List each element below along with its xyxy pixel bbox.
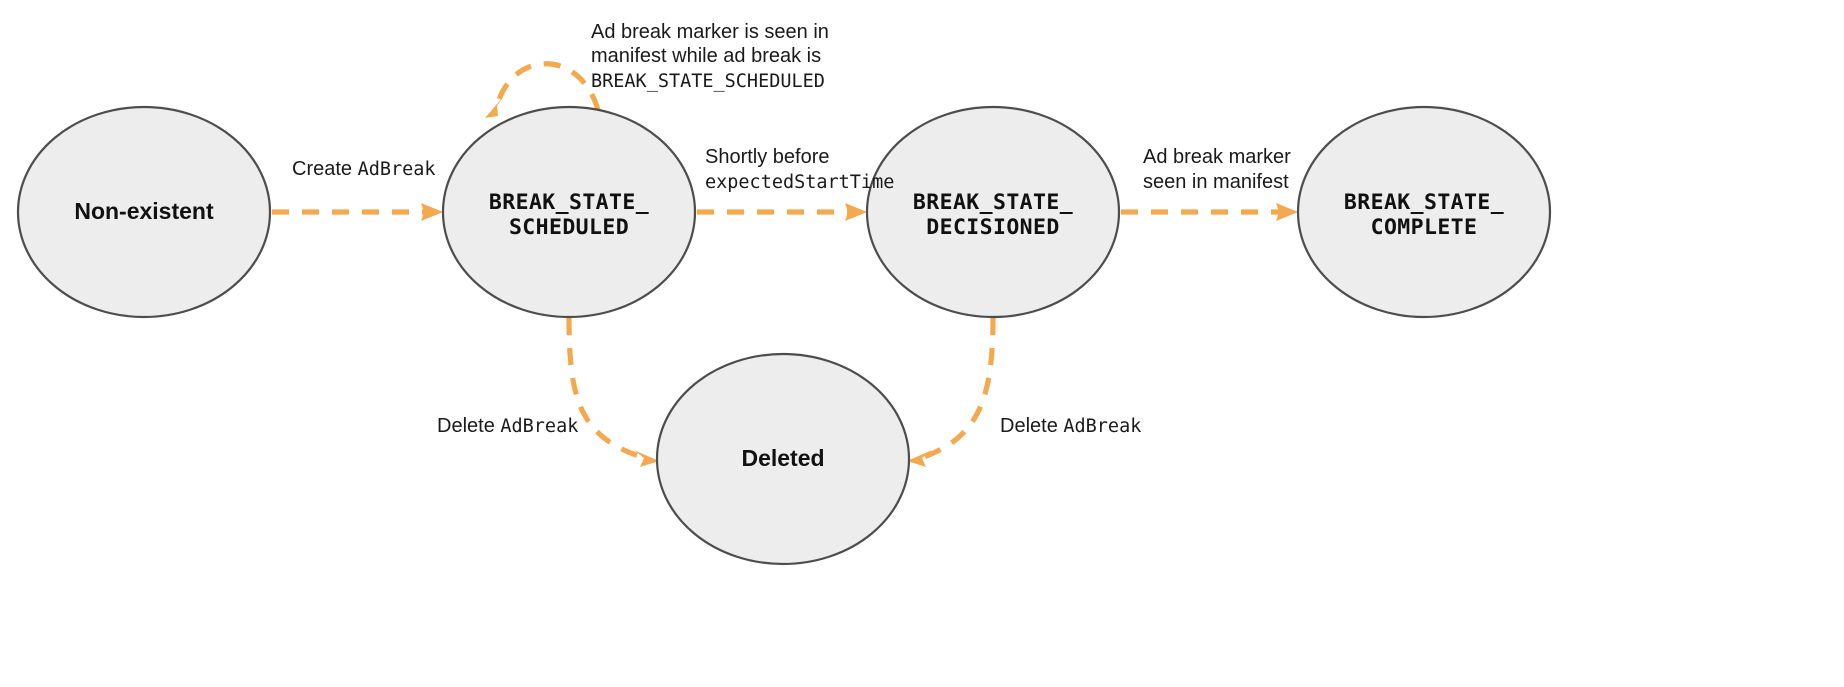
node-non-existent-shape[interactable]	[16, 105, 272, 319]
node-break-state-decisioned-shape[interactable]	[865, 105, 1121, 319]
node-break-state-complete-label-line2: COMPLETE	[1371, 215, 1478, 240]
edge-label-self-loop-line1: Ad break marker is seen in	[591, 21, 829, 43]
node-non-existent-label: Non-existent	[74, 198, 214, 224]
edge-label-scheduled-to-deleted: Delete AdBreak	[437, 415, 578, 437]
node-break-state-decisioned-label-line1: BREAK_STATE_	[913, 190, 1073, 215]
node-break-state-complete[interactable]: BREAK_STATE_ COMPLETE	[1296, 105, 1552, 319]
svg-text:Create AdBreak: Create AdBreak	[292, 158, 436, 180]
edge-decisioned-to-deleted	[907, 317, 996, 467]
edge-label-decisioned-to-deleted-mono: AdBreak	[1063, 416, 1141, 437]
node-deleted-shape[interactable]	[655, 352, 911, 566]
edge-label-decisioned-to-complete-line2: seen in manifest	[1143, 171, 1289, 193]
edge-label-create-adbreak-sans: Create	[292, 158, 358, 180]
edge-self-loop-scheduled	[485, 61, 601, 118]
edge-label-self-loop-line3: BREAK_STATE_SCHEDULED	[591, 71, 825, 92]
node-break-state-decisioned[interactable]: BREAK_STATE_ DECISIONED	[865, 105, 1121, 319]
edge-label-self-loop-scheduled: Ad break marker is seen in manifest whil…	[591, 21, 829, 92]
edge-self-loop-scheduled-arrowhead	[485, 97, 503, 118]
edge-scheduled-to-deleted	[566, 317, 659, 467]
edge-decisioned-to-complete-arrowhead	[1276, 203, 1298, 221]
edge-label-scheduled-to-decisioned-line1: Shortly before	[705, 146, 830, 168]
edge-decisioned-to-complete	[1121, 203, 1298, 221]
edge-label-scheduled-to-deleted-sans: Delete	[437, 415, 500, 437]
node-break-state-scheduled[interactable]: BREAK_STATE_ SCHEDULED	[441, 105, 697, 319]
node-break-state-complete-shape[interactable]	[1296, 105, 1552, 319]
edge-create-adbreak	[272, 203, 443, 221]
edge-scheduled-to-decisioned-arrowhead	[845, 203, 867, 221]
edge-self-loop-scheduled-line	[494, 61, 601, 111]
edge-label-create-adbreak: Create AdBreak	[292, 158, 436, 180]
node-break-state-scheduled-label-line2: SCHEDULED	[509, 215, 629, 240]
edge-create-adbreak-arrowhead	[421, 203, 443, 221]
svg-text:Delete AdBreak: Delete AdBreak	[437, 415, 578, 437]
edge-label-scheduled-to-decisioned-line2: expectedStartTime	[705, 172, 894, 193]
edge-scheduled-to-decisioned	[697, 203, 867, 221]
node-break-state-decisioned-label-line2: DECISIONED	[926, 215, 1059, 240]
edge-label-create-adbreak-mono: AdBreak	[358, 159, 436, 180]
node-deleted[interactable]: Deleted	[655, 352, 911, 566]
node-break-state-complete-label-line1: BREAK_STATE_	[1344, 190, 1504, 215]
edge-label-decisioned-to-deleted: Delete AdBreak	[1000, 415, 1141, 437]
edge-label-scheduled-to-deleted-mono: AdBreak	[500, 416, 578, 437]
edge-label-decisioned-to-complete-line1: Ad break marker	[1143, 146, 1291, 168]
node-non-existent[interactable]: Non-existent	[16, 105, 272, 319]
edge-decisioned-to-deleted-line	[920, 317, 996, 461]
svg-text:Delete AdBreak: Delete AdBreak	[1000, 415, 1141, 437]
edge-label-self-loop-line2: manifest while ad break is	[591, 45, 821, 67]
node-deleted-label: Deleted	[741, 445, 824, 471]
node-break-state-scheduled-shape[interactable]	[441, 105, 697, 319]
edge-decisioned-to-deleted-arrowhead	[907, 450, 932, 467]
edge-scheduled-to-deleted-arrowhead	[634, 450, 659, 467]
node-break-state-scheduled-label-line1: BREAK_STATE_	[489, 190, 649, 215]
edge-label-decisioned-to-deleted-sans: Delete	[1000, 415, 1063, 437]
edge-label-scheduled-to-decisioned: Shortly before expectedStartTime	[705, 146, 894, 193]
edge-label-decisioned-to-complete: Ad break marker seen in manifest	[1143, 146, 1291, 193]
edge-scheduled-to-deleted-line	[566, 317, 646, 461]
